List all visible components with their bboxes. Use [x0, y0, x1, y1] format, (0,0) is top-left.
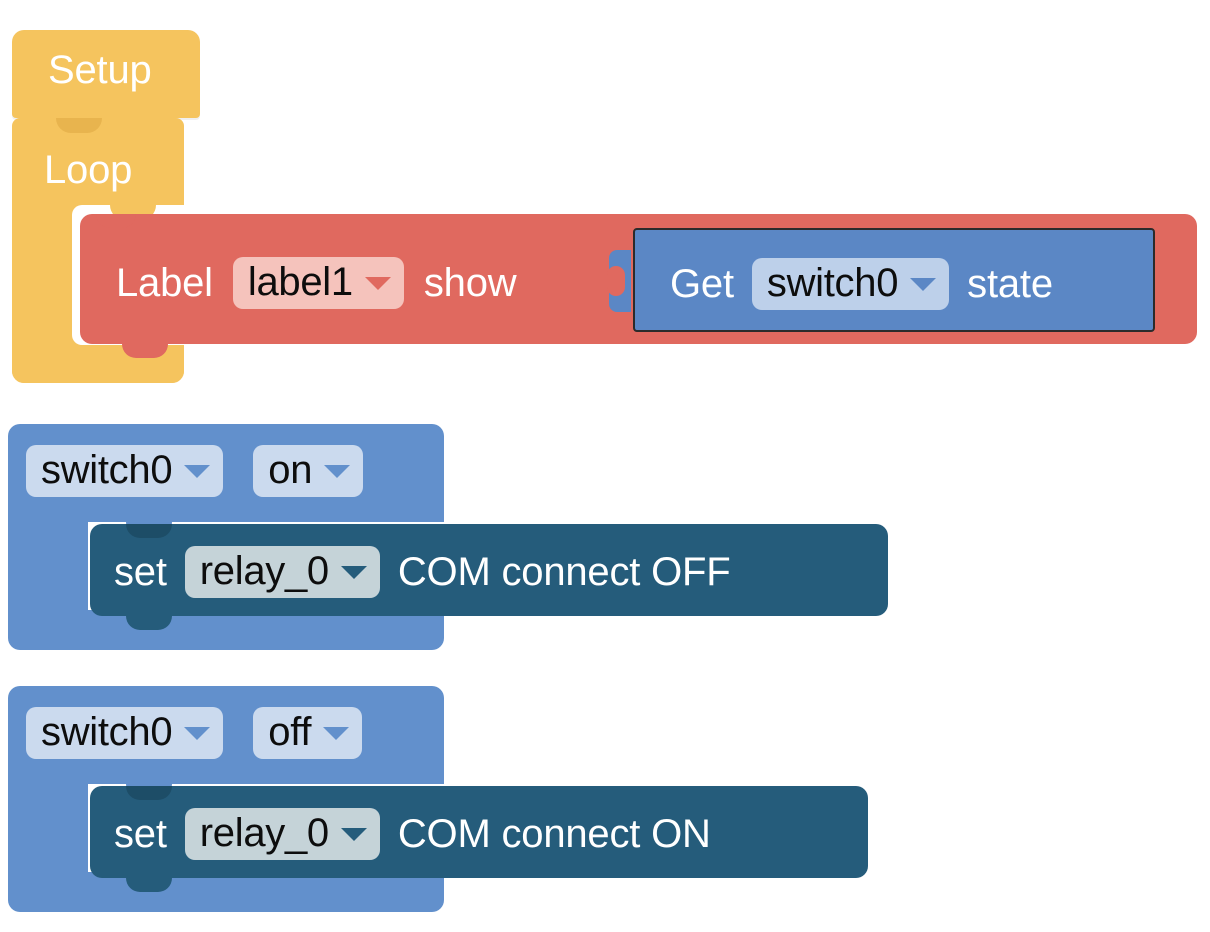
get-block-row: Get switch0 state — [670, 258, 1053, 310]
label-block-prefix: Label — [116, 261, 213, 305]
event-source-value: switch0 — [41, 448, 173, 492]
chevron-down-icon — [184, 727, 211, 740]
chevron-down-icon — [184, 465, 211, 478]
set-relay-row: set relay_0 COM connect ON — [114, 808, 711, 860]
chevron-down-icon — [324, 465, 351, 478]
get-switch-state-block[interactable]: Get switch0 state — [633, 228, 1155, 332]
event-state-dropdown[interactable]: on — [253, 445, 364, 497]
chevron-down-icon — [340, 828, 367, 841]
label-name-dropdown[interactable]: label1 — [232, 257, 404, 309]
set-relay-top-connector — [126, 524, 172, 538]
event-block-bottom-bar — [8, 610, 444, 650]
chevron-down-icon — [364, 277, 391, 290]
set-relay-prefix: set — [114, 550, 167, 594]
set-relay-bottom-connector — [126, 616, 172, 630]
event-state-value: off — [268, 710, 312, 754]
event-block-header[interactable]: switch0 off — [8, 686, 444, 784]
setup-block-label: Setup — [48, 48, 152, 92]
set-relay-bottom-connector — [126, 878, 172, 892]
chevron-down-icon — [910, 278, 937, 291]
event-block-header-row: switch0 off — [26, 707, 363, 759]
value-input-socket — [607, 250, 631, 312]
setup-hat-block[interactable]: Setup — [12, 30, 200, 118]
label-block-suffix: show — [423, 261, 517, 305]
event-source-dropdown[interactable]: switch0 — [26, 445, 224, 497]
set-relay-suffix: COM connect OFF — [397, 550, 731, 594]
event-source-dropdown[interactable]: switch0 — [26, 707, 224, 759]
relay-name-value: relay_0 — [199, 549, 329, 593]
event-block-bottom-bar — [8, 872, 444, 912]
event-state-value: on — [268, 448, 313, 492]
chevron-down-icon — [340, 566, 367, 579]
event-block-header-row: switch0 on — [26, 445, 364, 497]
loop-top-connector — [56, 118, 102, 133]
label-show-row: Label label1 show — [116, 257, 517, 309]
event-source-value: switch0 — [41, 710, 173, 754]
set-relay-prefix: set — [114, 812, 167, 856]
set-relay-block[interactable]: set relay_0 COM connect OFF — [90, 524, 888, 616]
get-block-suffix: state — [967, 262, 1053, 306]
event-state-dropdown[interactable]: off — [253, 707, 363, 759]
label-block-bottom-connector — [122, 344, 168, 358]
chevron-down-icon — [323, 727, 350, 740]
relay-name-value: relay_0 — [199, 811, 329, 855]
get-switch-value: switch0 — [766, 261, 899, 305]
label-block-top-connector — [96, 214, 136, 228]
set-relay-suffix: COM connect ON — [397, 812, 711, 856]
get-switch-dropdown[interactable]: switch0 — [751, 258, 950, 310]
event-block-header[interactable]: switch0 on — [8, 424, 444, 522]
loop-block-label: Loop — [44, 148, 133, 192]
set-relay-block[interactable]: set relay_0 COM connect ON — [90, 786, 868, 878]
get-block-prefix: Get — [670, 262, 734, 306]
set-relay-row: set relay_0 COM connect OFF — [114, 546, 731, 598]
label-name-value: label1 — [247, 260, 353, 304]
set-relay-top-connector — [126, 786, 172, 800]
relay-name-dropdown[interactable]: relay_0 — [184, 546, 380, 598]
relay-name-dropdown[interactable]: relay_0 — [184, 808, 380, 860]
